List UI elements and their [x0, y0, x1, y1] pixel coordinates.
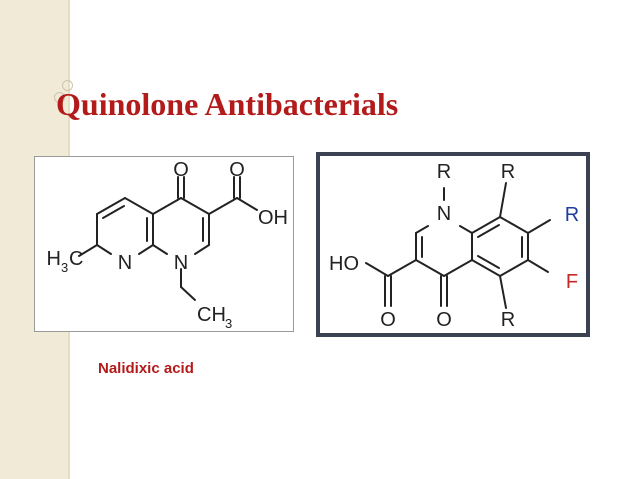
quinolone-nitrogen-label: N: [437, 203, 451, 225]
decorative-ring-icon: [54, 92, 65, 103]
ring-nitrogen-label: N: [118, 252, 132, 274]
acid-oxygen-label: O: [229, 159, 245, 181]
ring-nitrogen-label-ethyl: N: [174, 252, 188, 274]
quinolone-core-svg: R R N R F HO O O R: [329, 161, 579, 331]
position8-substituent-r: R: [501, 161, 515, 183]
methyl-label-c: C: [69, 248, 83, 270]
methyl-label-subscript: 3: [61, 260, 68, 275]
structure-caption: Nalidixic acid: [98, 360, 194, 377]
quinolone-core-structure: R R N R F HO O O R: [316, 152, 590, 337]
acid-oxygen-label: O: [380, 309, 396, 331]
hydroxyl-label: OH: [258, 207, 288, 229]
methyl-label-h: H: [47, 248, 61, 270]
position6-fluorine: F: [566, 271, 578, 293]
ethyl-ch3-subscript: 3: [225, 316, 232, 331]
keto-oxygen-label: O: [173, 159, 189, 181]
decorative-ring-icon: [62, 80, 73, 91]
slide-title: Quinolone Antibacterials: [56, 86, 399, 122]
ethyl-ch-label: CH: [197, 304, 226, 326]
nalidixic-acid-svg: O O OH H 3 C N N CH 3: [47, 159, 288, 331]
nalidixic-acid-structure: O O OH H 3 C N N CH 3: [34, 156, 294, 332]
keto-oxygen-label: O: [436, 309, 452, 331]
position7-substituent-r: R: [565, 204, 579, 226]
position5-substituent-r: R: [501, 309, 515, 331]
n-substituent-r: R: [437, 161, 451, 183]
hydroxyl-label: HO: [329, 253, 359, 275]
